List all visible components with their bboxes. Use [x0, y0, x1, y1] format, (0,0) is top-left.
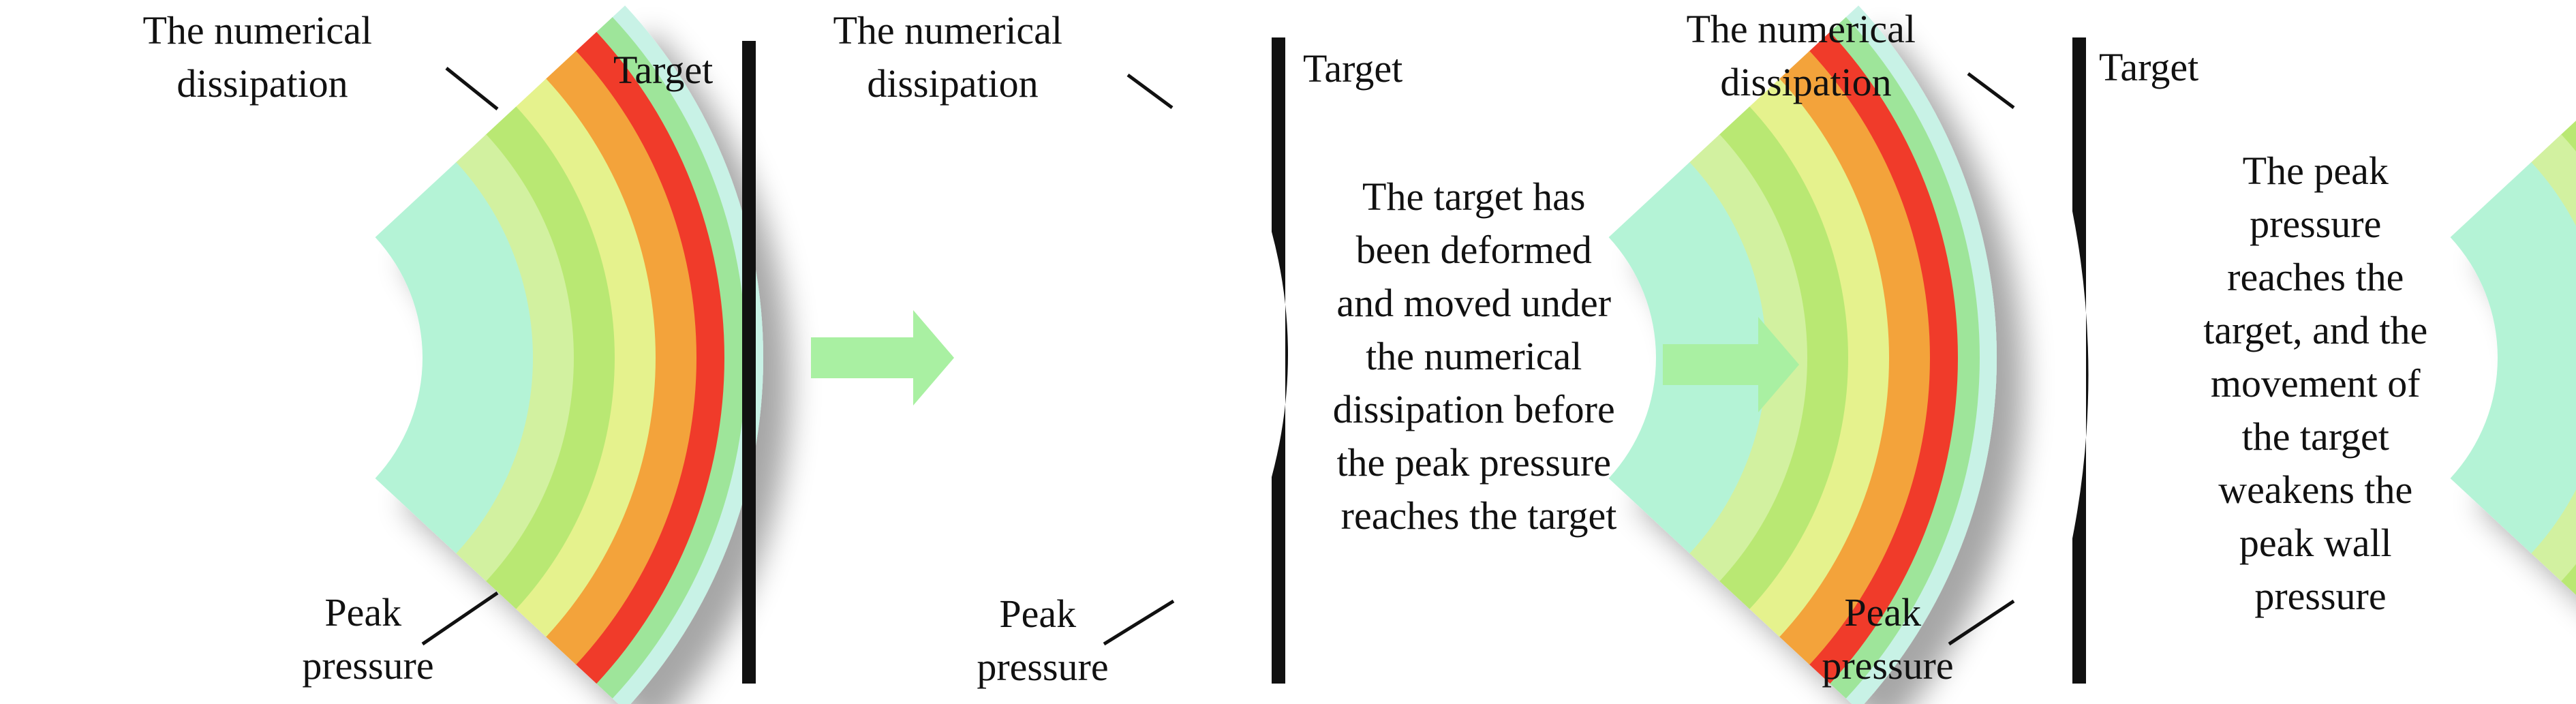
target-plate [742, 41, 756, 684]
wave-ring-inner [375, 162, 533, 554]
panel-3: Target The numerical dissipation Peak pr… [1686, 7, 2576, 688]
dissipation-label: The numerical dissipation [833, 8, 1072, 106]
peak-label: Peak pressure [1822, 590, 1953, 688]
wave-ring-green [1718, 106, 1848, 609]
target-label: Target [613, 48, 713, 92]
wave-ring-peak [574, 31, 725, 684]
peak-leader [421, 591, 499, 646]
panel-2-caption: The target has been deformed and moved u… [1333, 174, 1625, 538]
pressure-wave-3 [2450, 121, 2576, 595]
wave-ring-orange [545, 50, 697, 665]
peak-label: Peak pressure [302, 590, 433, 688]
wave-ring-inner [2450, 162, 2576, 554]
panel-1: Target The numerical dissipation Peak pr… [142, 5, 764, 704]
dissipation-leader [1126, 73, 1174, 110]
dissipation-label: The numerical dissipation [142, 8, 382, 106]
dissipation-label: The numerical dissipation [1686, 7, 1925, 104]
wave-ring-green [485, 106, 615, 609]
wave-ring-orange [1778, 50, 1930, 665]
arrow-right-icon [1663, 317, 1799, 412]
wave-ring-outer-green [1828, 17, 1980, 699]
arrow-right-icon [811, 310, 954, 405]
flow-arrow-2 [1663, 317, 1799, 412]
wave-ring-outer-cyan [1843, 5, 1997, 704]
wave-ring-outer-green [595, 17, 746, 699]
target-plate [1272, 37, 1288, 684]
dissipation-leader [1967, 72, 2015, 110]
target-label: Target [1303, 46, 1402, 91]
wave-ring-light [1688, 134, 1808, 581]
dissipation-leader [445, 67, 499, 110]
peak-leader [1103, 599, 1175, 646]
wave-ring-outer-cyan [610, 5, 764, 704]
flow-arrow-1 [811, 310, 954, 405]
wave-ring-light [2530, 134, 2576, 581]
panel-3-caption: The peak pressure reaches the target, an… [2203, 149, 2438, 618]
peak-label: Peak pressure [977, 592, 1108, 689]
target-plate [2072, 37, 2089, 684]
panel-2: Target The numerical dissipation Peak pr… [833, 5, 1997, 704]
wave-ring-light [455, 134, 574, 581]
wave-ring-yellow [515, 78, 656, 637]
pressure-wave-1 [375, 5, 764, 704]
target-label: Target [2099, 45, 2198, 89]
wave-ring-yellow [1748, 78, 1889, 637]
peak-leader [1948, 599, 2015, 646]
wave-ring-peak [1808, 31, 1958, 684]
